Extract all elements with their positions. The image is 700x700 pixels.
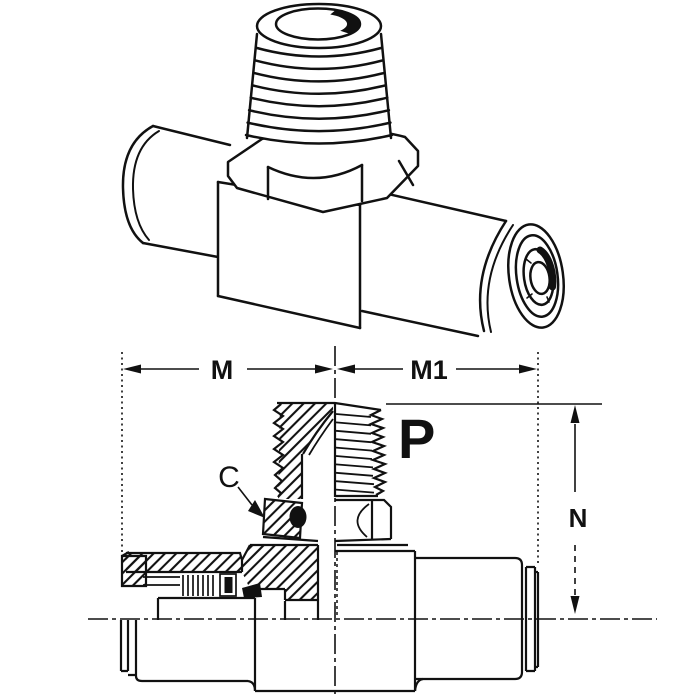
bore-shadow-crescent <box>536 246 557 291</box>
leader-arrowhead-icon <box>248 500 265 518</box>
tube-seal <box>242 583 262 598</box>
pictorial-left-port <box>121 124 232 259</box>
section-hex-nut <box>334 498 408 547</box>
section-outlines <box>119 401 540 693</box>
section-left-port <box>119 620 248 683</box>
dimension-lines <box>88 346 657 698</box>
section-thread-right <box>333 401 389 498</box>
arrowhead-down-icon <box>570 596 580 614</box>
arrowhead-right-icon <box>315 364 333 374</box>
section-collet-parts <box>143 573 237 597</box>
seal-callout-label: C <box>218 461 240 494</box>
drawing-labels: M M1 P C N <box>211 355 588 533</box>
pictorial-view <box>121 2 565 338</box>
thread-bore-shadow <box>330 10 360 34</box>
arrowhead-right-icon <box>519 364 537 374</box>
arrowhead-left-icon <box>337 364 355 374</box>
callout-c-leader <box>237 486 265 518</box>
section-right-port <box>415 556 540 681</box>
pictorial-right-port <box>360 186 565 338</box>
section-hatching <box>122 404 333 600</box>
arrowhead-up-icon <box>570 405 580 423</box>
dim-m-label: M <box>211 355 234 385</box>
pictorial-threaded-stud <box>244 2 394 145</box>
o-ring-seal <box>289 506 307 528</box>
dim-m1-label: M1 <box>410 355 448 385</box>
dim-n <box>570 405 580 614</box>
section-thread-left <box>261 401 335 543</box>
block-top-edge-sliver <box>397 159 415 187</box>
dim-m <box>123 364 333 374</box>
dim-m1 <box>337 364 537 374</box>
thread-port-label: P <box>398 407 435 470</box>
section-view: M M1 P C N <box>88 346 657 698</box>
section-left-housing <box>120 551 244 588</box>
arrowhead-left-icon <box>123 364 141 374</box>
dim-n-label: N <box>569 503 588 533</box>
